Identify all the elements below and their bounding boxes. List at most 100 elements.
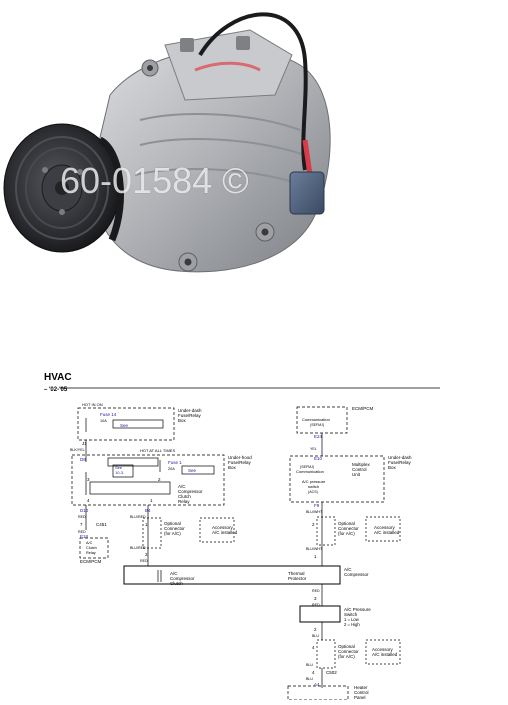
pin-e10: E10	[314, 456, 323, 461]
ps-label-3: 1 = Low	[344, 617, 360, 622]
underhood-box-3: Box	[228, 465, 237, 470]
accessory-right2-1: Accessory	[372, 647, 394, 652]
clutch-label-3: Clutch	[170, 581, 183, 586]
wire-blu-low: BLU	[306, 677, 313, 681]
opt-conn-right-3: (for A/C)	[338, 531, 355, 536]
relay-label-2: Compressor	[178, 489, 203, 494]
underdash-box-left-1: Under-dash	[178, 408, 202, 413]
opt-pin-1-left: 1	[145, 522, 148, 527]
underhood-box-1: Under-hood	[228, 455, 252, 460]
fuse1-amp: 20A	[168, 467, 175, 471]
wire-red-lower: RED	[78, 530, 86, 534]
wire-blkyel: BLK/YEL	[70, 448, 85, 452]
accessory-right-2: A/C installed	[374, 530, 400, 535]
heater-panel-1: Heater	[354, 685, 368, 690]
fuse14-amp: 10A	[100, 419, 107, 423]
hot-at-all-times-label: HOT AT ALL TIMES	[140, 448, 175, 453]
see-ref-2[interactable]: 10-3.	[115, 470, 124, 475]
pin-f9: F9	[314, 503, 320, 508]
see-ref-1[interactable]: See	[115, 465, 123, 470]
compressor-label-2: Compressor	[344, 572, 369, 577]
accessory-left-1: Accessory	[212, 525, 234, 530]
underdash-box-right-3: Box	[388, 465, 397, 470]
ecm-pcm-right: ECM/PCM	[352, 406, 374, 411]
opt-conn-right2-3: (for A/C)	[338, 654, 355, 659]
heater-panel-3: Panel	[354, 695, 366, 700]
opt-pin-2-right: 2	[312, 522, 315, 527]
relay-label-3: Clutch	[178, 494, 191, 499]
watermark-text: 60-01584 ©	[60, 160, 249, 201]
thermal-protector-2: Protector	[288, 576, 307, 581]
opt-conn-right2-1: Optional	[338, 644, 355, 649]
pin-4: 4	[87, 498, 90, 503]
underdash-box-left-2: Fuse/Relay	[178, 413, 202, 418]
sefmj-comm-1: (SEFMJ)	[300, 465, 314, 469]
underdash-box-left-3: Box	[178, 418, 187, 423]
ps-label-2: Switch	[344, 612, 358, 617]
underdash-box-right-1: Under-dash	[388, 455, 412, 460]
pin-1-relay: 1	[150, 498, 153, 503]
thermal-protector-1: Thermal	[288, 571, 305, 576]
clutch-label-1: A/C	[170, 571, 178, 576]
diagram-years: – '02-'05	[44, 387, 68, 393]
ac-ps-in-3: (ACS)	[308, 490, 318, 494]
sefmj-comm-2: Communication	[296, 469, 324, 474]
fuse14-label: Fuse 14	[100, 412, 117, 417]
product-photo	[0, 0, 508, 330]
ecm-relay-2: Clutch	[86, 546, 97, 550]
wire-red-right: RED	[312, 589, 320, 593]
pin-e24: E24	[314, 434, 323, 439]
hot-in-on-label: HOT IN ON	[82, 402, 103, 407]
accessory-right-1: Accessory	[374, 525, 396, 530]
pin-d8: D8	[80, 457, 86, 462]
opt2-pin-4: 4	[312, 645, 315, 650]
wire-bluwht-top: BLU/WHT	[306, 510, 323, 514]
multiplex-3: Unit	[352, 472, 361, 477]
opt-conn-right-2: Connector	[338, 526, 359, 531]
see-right-link[interactable]: See	[188, 468, 197, 473]
ecm-relay-1: A/C	[86, 541, 93, 545]
wire-blu-mid: BLU	[306, 663, 313, 667]
wire-red-ps: RED	[312, 603, 320, 607]
multiplex-2: Control	[352, 467, 367, 472]
c451-connector: C451	[96, 522, 107, 527]
communication-1: Communication	[302, 417, 330, 422]
ps-label-1: A/C Pressure	[344, 607, 371, 612]
opt-conn-right2-2: Connector	[338, 649, 359, 654]
pin-d10: D10	[80, 508, 89, 513]
ac-ps-in-2: switch	[308, 484, 319, 489]
wiring-diagram: HVAC – '02-'05 HOT IN ON Under-dash Fuse…	[0, 330, 508, 701]
pin-b4: B4	[145, 508, 151, 513]
heater-panel-2: Control	[354, 690, 369, 695]
clutch-label-2: Compressor	[170, 576, 195, 581]
communication-2: (SEFMJ)	[310, 423, 324, 427]
opt-conn-left-3: (for A/C)	[164, 531, 181, 536]
diagram-title: HVAC	[44, 372, 72, 383]
hvac-schematic: HVAC – '02-'05 HOT IN ON Under-dash Fuse…	[44, 372, 440, 701]
ac-ps-in-1: A/C pressure	[302, 479, 326, 484]
wire-blured-top: BLU/RED	[130, 515, 146, 519]
wire-blu-top: BLU	[312, 634, 319, 638]
accessory-right2-2: A/C installed	[372, 652, 398, 657]
pin-e18: E18	[80, 534, 89, 539]
pin-3: 3	[87, 477, 90, 482]
underhood-box-2: Fuse/Relay	[228, 460, 252, 465]
c502-connector: C502	[326, 670, 337, 675]
c502-pin-4: 4	[312, 670, 315, 675]
opt-conn-right-1: Optional	[338, 521, 355, 526]
ecm-relay-3: Relay	[86, 551, 96, 555]
opt-conn-left-2: Connector	[164, 526, 185, 531]
ps-pin-2: 2	[314, 627, 317, 632]
wire-yel: YEL	[310, 447, 317, 451]
ecm-pcm-left: ECM/PCM	[80, 559, 102, 564]
ps-pin-3: 3	[314, 596, 317, 601]
see-left-link[interactable]: See	[120, 423, 129, 428]
underdash-box-right-2: Fuse/Relay	[388, 460, 412, 465]
ac-compressor-image	[3, 12, 331, 273]
relay-label-1: A/C	[178, 484, 186, 489]
comp-pin-1: 1	[314, 554, 317, 559]
ps-label-4: 2 = High	[344, 622, 360, 627]
compressor-label-1: A/C	[344, 567, 352, 572]
pin-2-relay: 2	[158, 477, 161, 482]
wire-bluwht-mid: BLU/WHT	[306, 547, 323, 551]
